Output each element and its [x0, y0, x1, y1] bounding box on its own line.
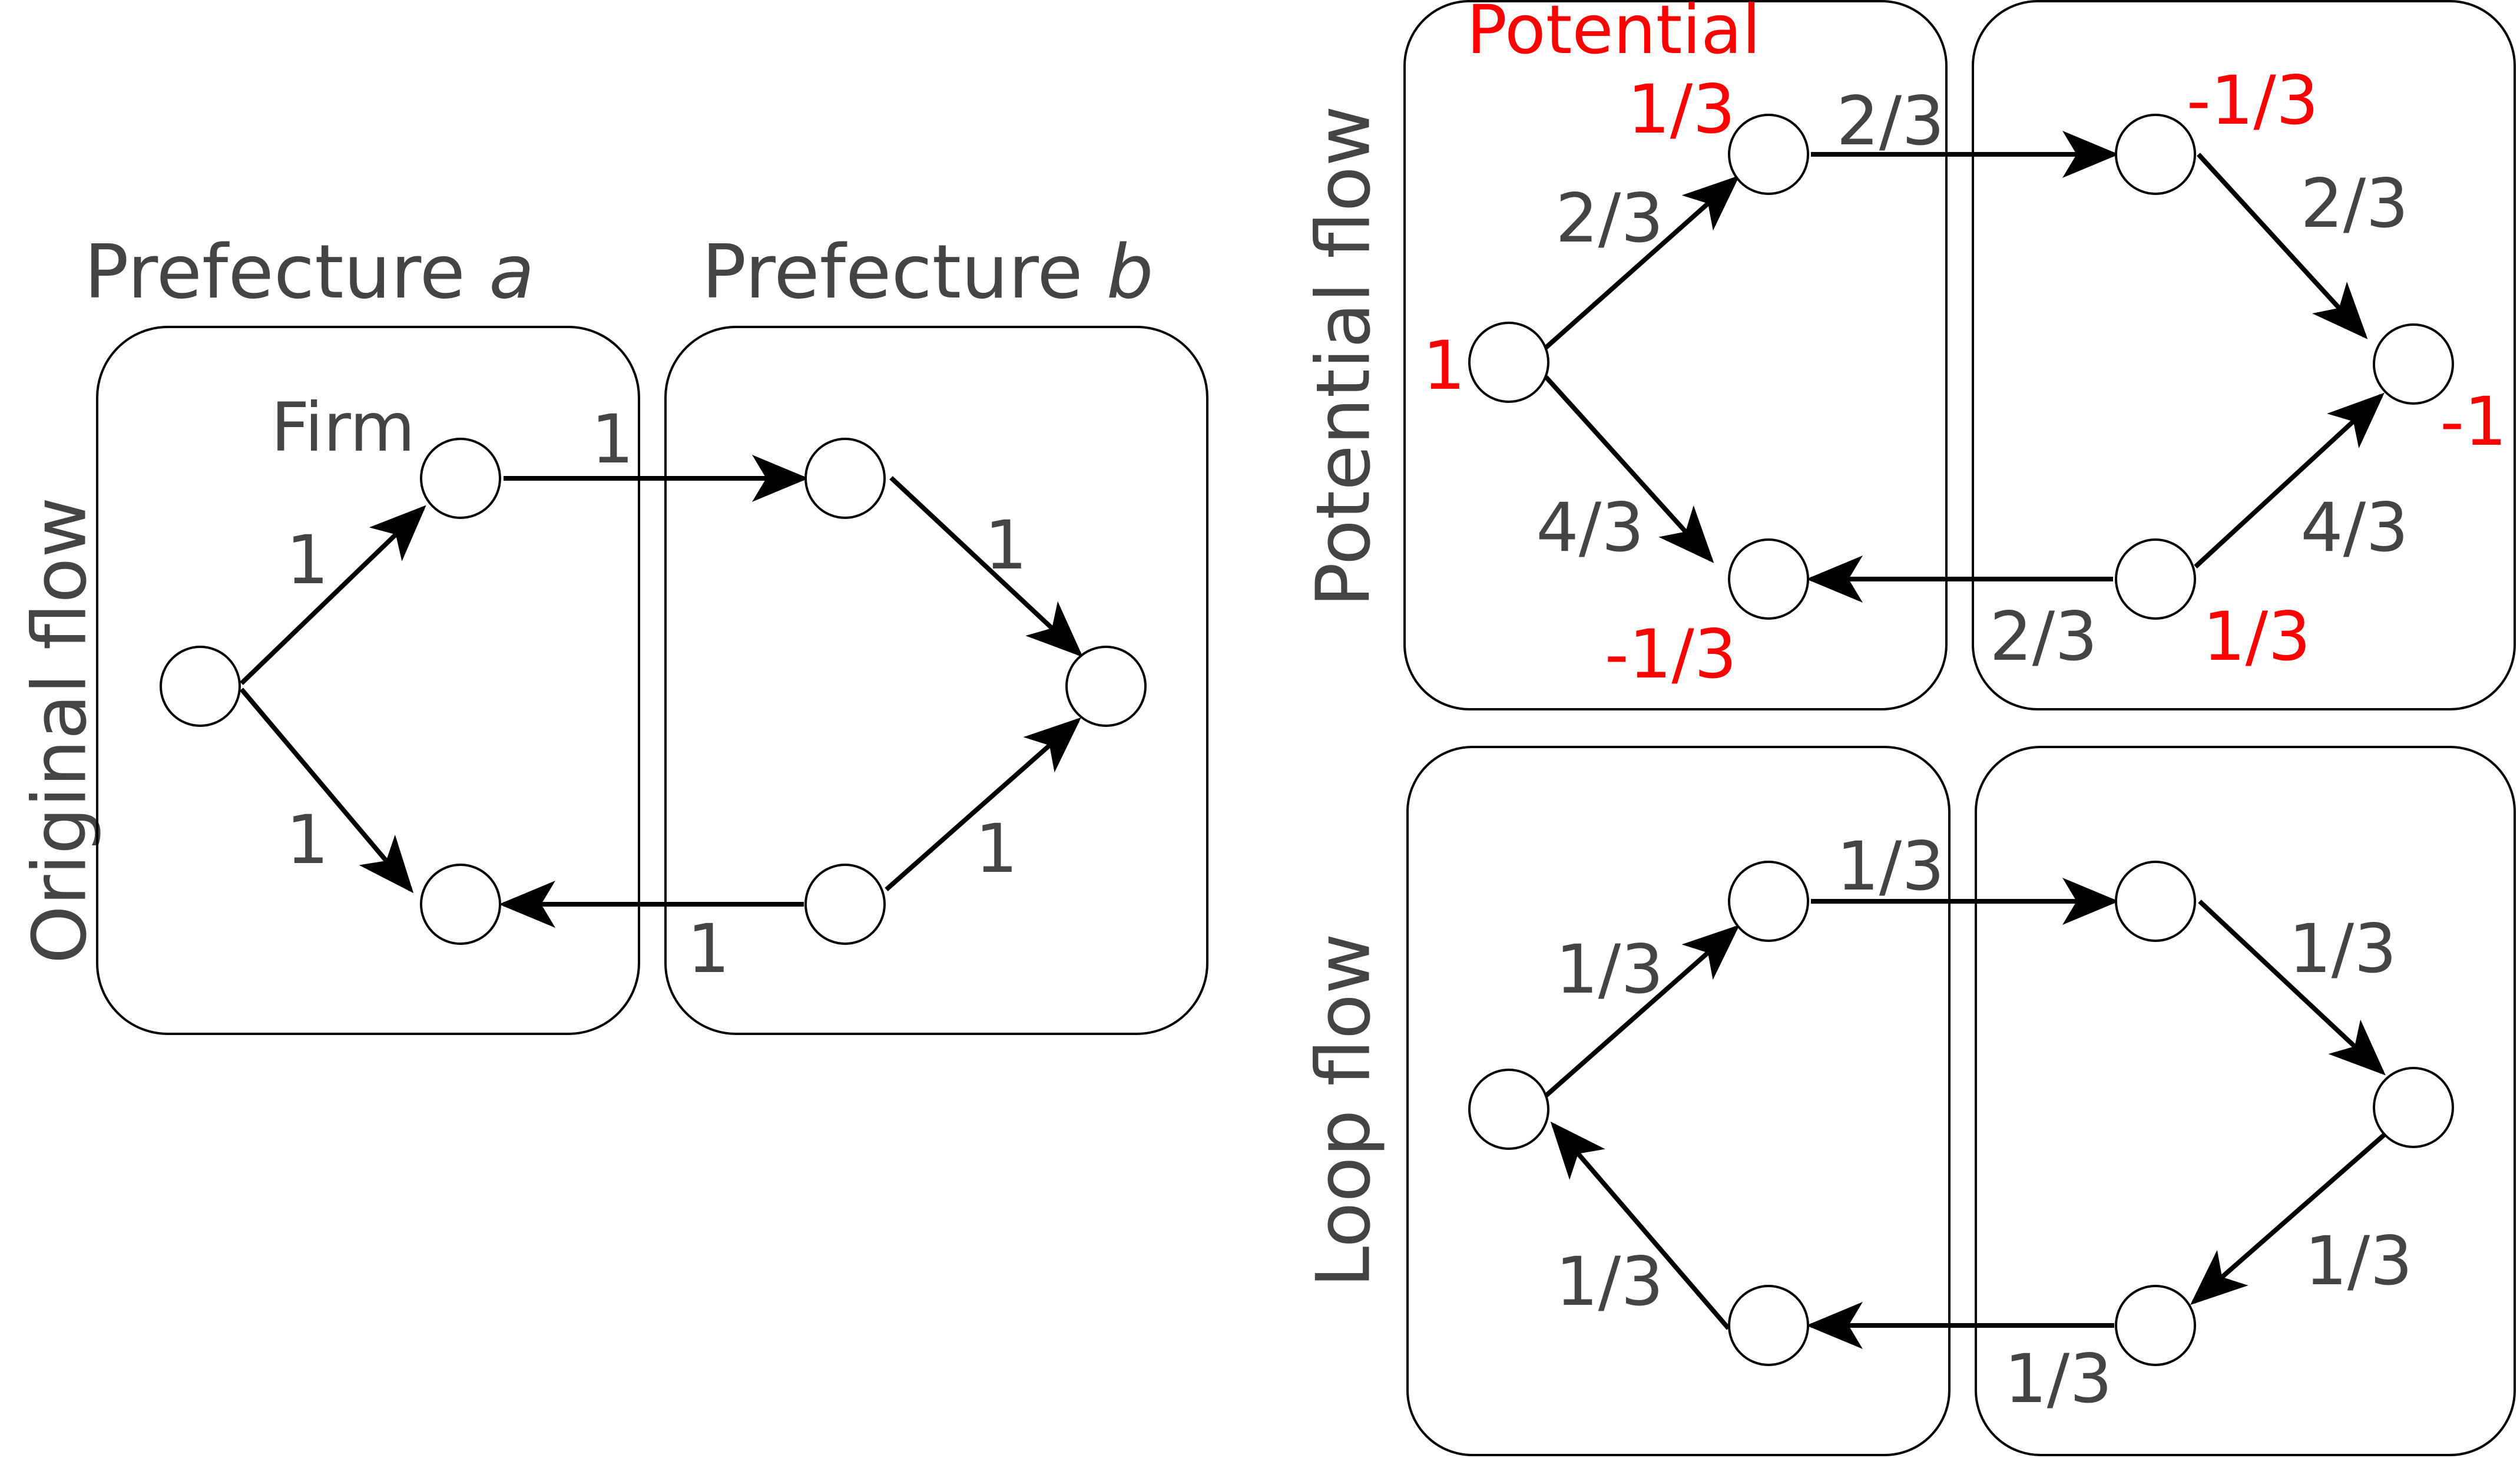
pot-edge-left-to-top — [1544, 175, 1740, 349]
potential-box-a — [1403, 0, 1948, 710]
node-bottom-a — [420, 864, 501, 945]
loop-edge-label-6: 1/3 — [1555, 1242, 1663, 1321]
loop-node-bottom-b — [2115, 1285, 2196, 1366]
loop-edge-label-1: 1/3 — [1555, 930, 1663, 1009]
pot-edge-top-b-to-right — [2197, 153, 2368, 339]
loop-node-bottom-a — [1728, 1285, 1809, 1366]
pot-edge-label-5: 4/3 — [2300, 488, 2408, 567]
pot-node-top-b — [2115, 114, 2196, 195]
pot-node-right — [2373, 323, 2454, 405]
loop-flow-panel: Loop flow 1/3 1/3 1/3 1/3 1/3 1/3 — [1300, 746, 2516, 1456]
potential-heading: Potential — [1466, 0, 1760, 69]
node-top-a — [420, 438, 501, 519]
edge-bottom-b-to-right — [885, 717, 1081, 891]
firm-label: Firm — [271, 388, 415, 467]
pot-value-top-a: 1/3 — [1627, 70, 1735, 148]
pot-node-bottom-b — [2115, 538, 2196, 620]
pot-edge-bottom-b-to-right — [2194, 392, 2385, 568]
pot-node-top-a — [1728, 114, 1809, 195]
loop-node-left — [1468, 1069, 1549, 1150]
potential-flow-panel: Potential flow Potential 2/3 4/3 2/3 2/3… — [1300, 0, 2516, 710]
edge-label-1: 1 — [286, 521, 329, 599]
loop-edge-left-to-top — [1544, 924, 1740, 1097]
pot-edge-label-3: 2/3 — [1836, 82, 1944, 160]
pot-edge-label-6: 2/3 — [1989, 597, 2097, 676]
edge-label-4: 1 — [985, 506, 1028, 584]
loop-edge-label-4: 1/3 — [2304, 1222, 2412, 1300]
loop-box-a — [1406, 746, 1951, 1456]
pot-value-left: 1 — [1423, 326, 1466, 405]
node-bottom-b — [804, 864, 886, 945]
prefecture-a-title: Prefecture a — [84, 229, 535, 315]
node-right — [1065, 646, 1147, 727]
loop-node-top-b — [2115, 861, 2196, 942]
pot-edge-label-2: 4/3 — [1536, 488, 1644, 567]
pot-value-top-b: -1/3 — [2187, 61, 2319, 140]
pot-value-bottom-b: 1/3 — [2203, 597, 2310, 676]
edge-label-5: 1 — [975, 809, 1018, 888]
pot-edge-label-1: 2/3 — [1555, 179, 1663, 257]
potential-flow-title: Potential flow — [1300, 105, 1387, 607]
loop-box-b — [1975, 746, 2516, 1456]
pot-edge-label-4: 2/3 — [2300, 164, 2408, 243]
potential-box-b — [1972, 0, 2516, 710]
loop-edge-top-b-to-right — [2198, 900, 2386, 1076]
pot-node-bottom-a — [1728, 538, 1809, 620]
loop-edge-right-to-bottom-b — [2190, 1132, 2387, 1305]
edge-left-to-bottom — [239, 687, 414, 894]
pot-value-bottom-a: -1/3 — [1605, 615, 1737, 693]
edge-label-3: 1 — [591, 400, 634, 478]
pot-value-right: -1 — [2440, 382, 2507, 461]
pot-node-left — [1468, 322, 1549, 403]
prefecture-a-box — [96, 326, 640, 1035]
edge-left-to-top — [240, 505, 426, 685]
loop-edge-bottom-a-to-left — [1550, 1121, 1731, 1330]
edge-top-b-to-right — [889, 476, 1083, 657]
edge-label-2: 1 — [286, 801, 329, 879]
prefecture-b-title: Prefecture b — [701, 229, 1153, 315]
pot-edge-left-to-bottom — [1544, 375, 1714, 563]
node-left — [160, 646, 241, 727]
loop-edge-label-3: 1/3 — [2289, 910, 2396, 988]
loop-edge-label-2: 1/3 — [1836, 827, 1944, 905]
loop-edge-label-5: 1/3 — [2004, 1340, 2112, 1418]
node-top-b — [804, 438, 886, 519]
loop-node-top-a — [1728, 861, 1809, 942]
prefecture-b-box — [664, 326, 1208, 1035]
original-flow-panel: Original flow Prefecture a Prefecture b … — [16, 229, 1208, 1035]
edge-label-6: 1 — [687, 910, 730, 988]
loop-flow-title: Loop flow — [1300, 933, 1387, 1288]
loop-node-right — [2373, 1067, 2454, 1148]
original-flow-title: Original flow — [16, 497, 103, 964]
